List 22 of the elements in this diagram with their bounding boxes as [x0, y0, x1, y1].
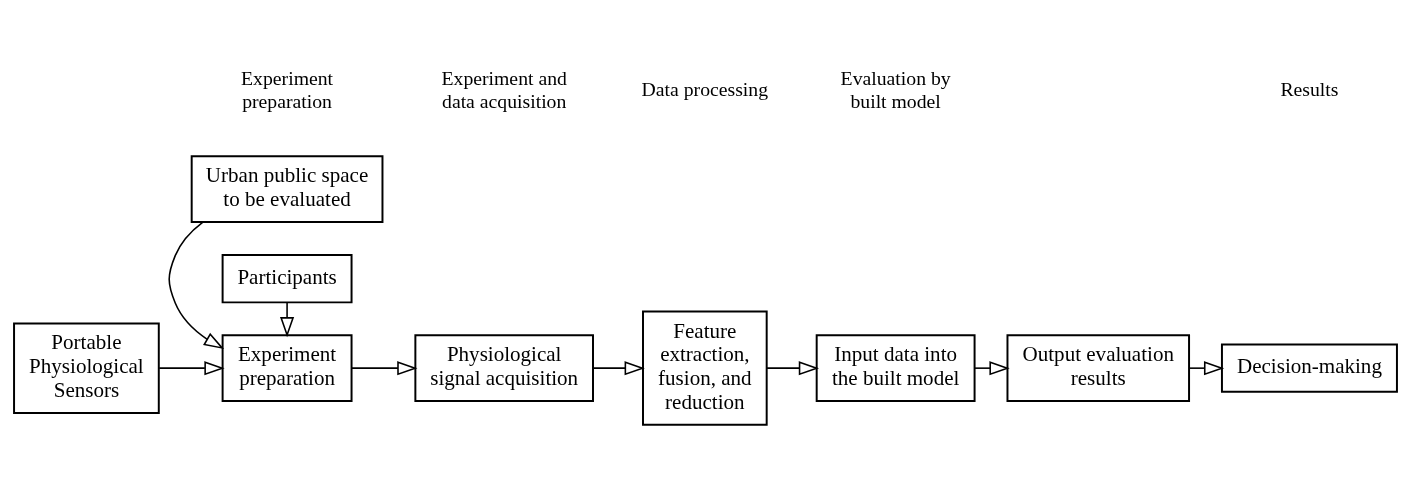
arrow [1188, 361, 1225, 376]
label: Results [1280, 78, 1339, 101]
arrow [279, 301, 295, 338]
arrow [350, 361, 418, 376]
arrow [765, 361, 820, 376]
label: Experiment preparation [241, 67, 334, 112]
node-box: Portable Physiological Sensors [13, 322, 160, 414]
node-box: Output evaluation results [1006, 334, 1191, 403]
label: Experiment and data acquisition [441, 67, 567, 112]
arrow [158, 361, 225, 376]
node-box: Decision-making [1220, 343, 1398, 393]
arrow [592, 361, 645, 376]
arrow [168, 221, 225, 350]
node-box: Participants [221, 254, 353, 304]
arrow [974, 361, 1010, 376]
node-box: Feature extraction, fusion, and reduction [642, 310, 768, 426]
node-box: Physiological signal acquisition [414, 334, 594, 403]
label: Evaluation by built model [840, 67, 951, 112]
label: Data processing [641, 78, 769, 101]
node-box: Experiment preparation [221, 334, 353, 403]
node-box: Urban public space to be evaluated [190, 155, 384, 224]
node-box: Input data into the built model [815, 334, 976, 403]
